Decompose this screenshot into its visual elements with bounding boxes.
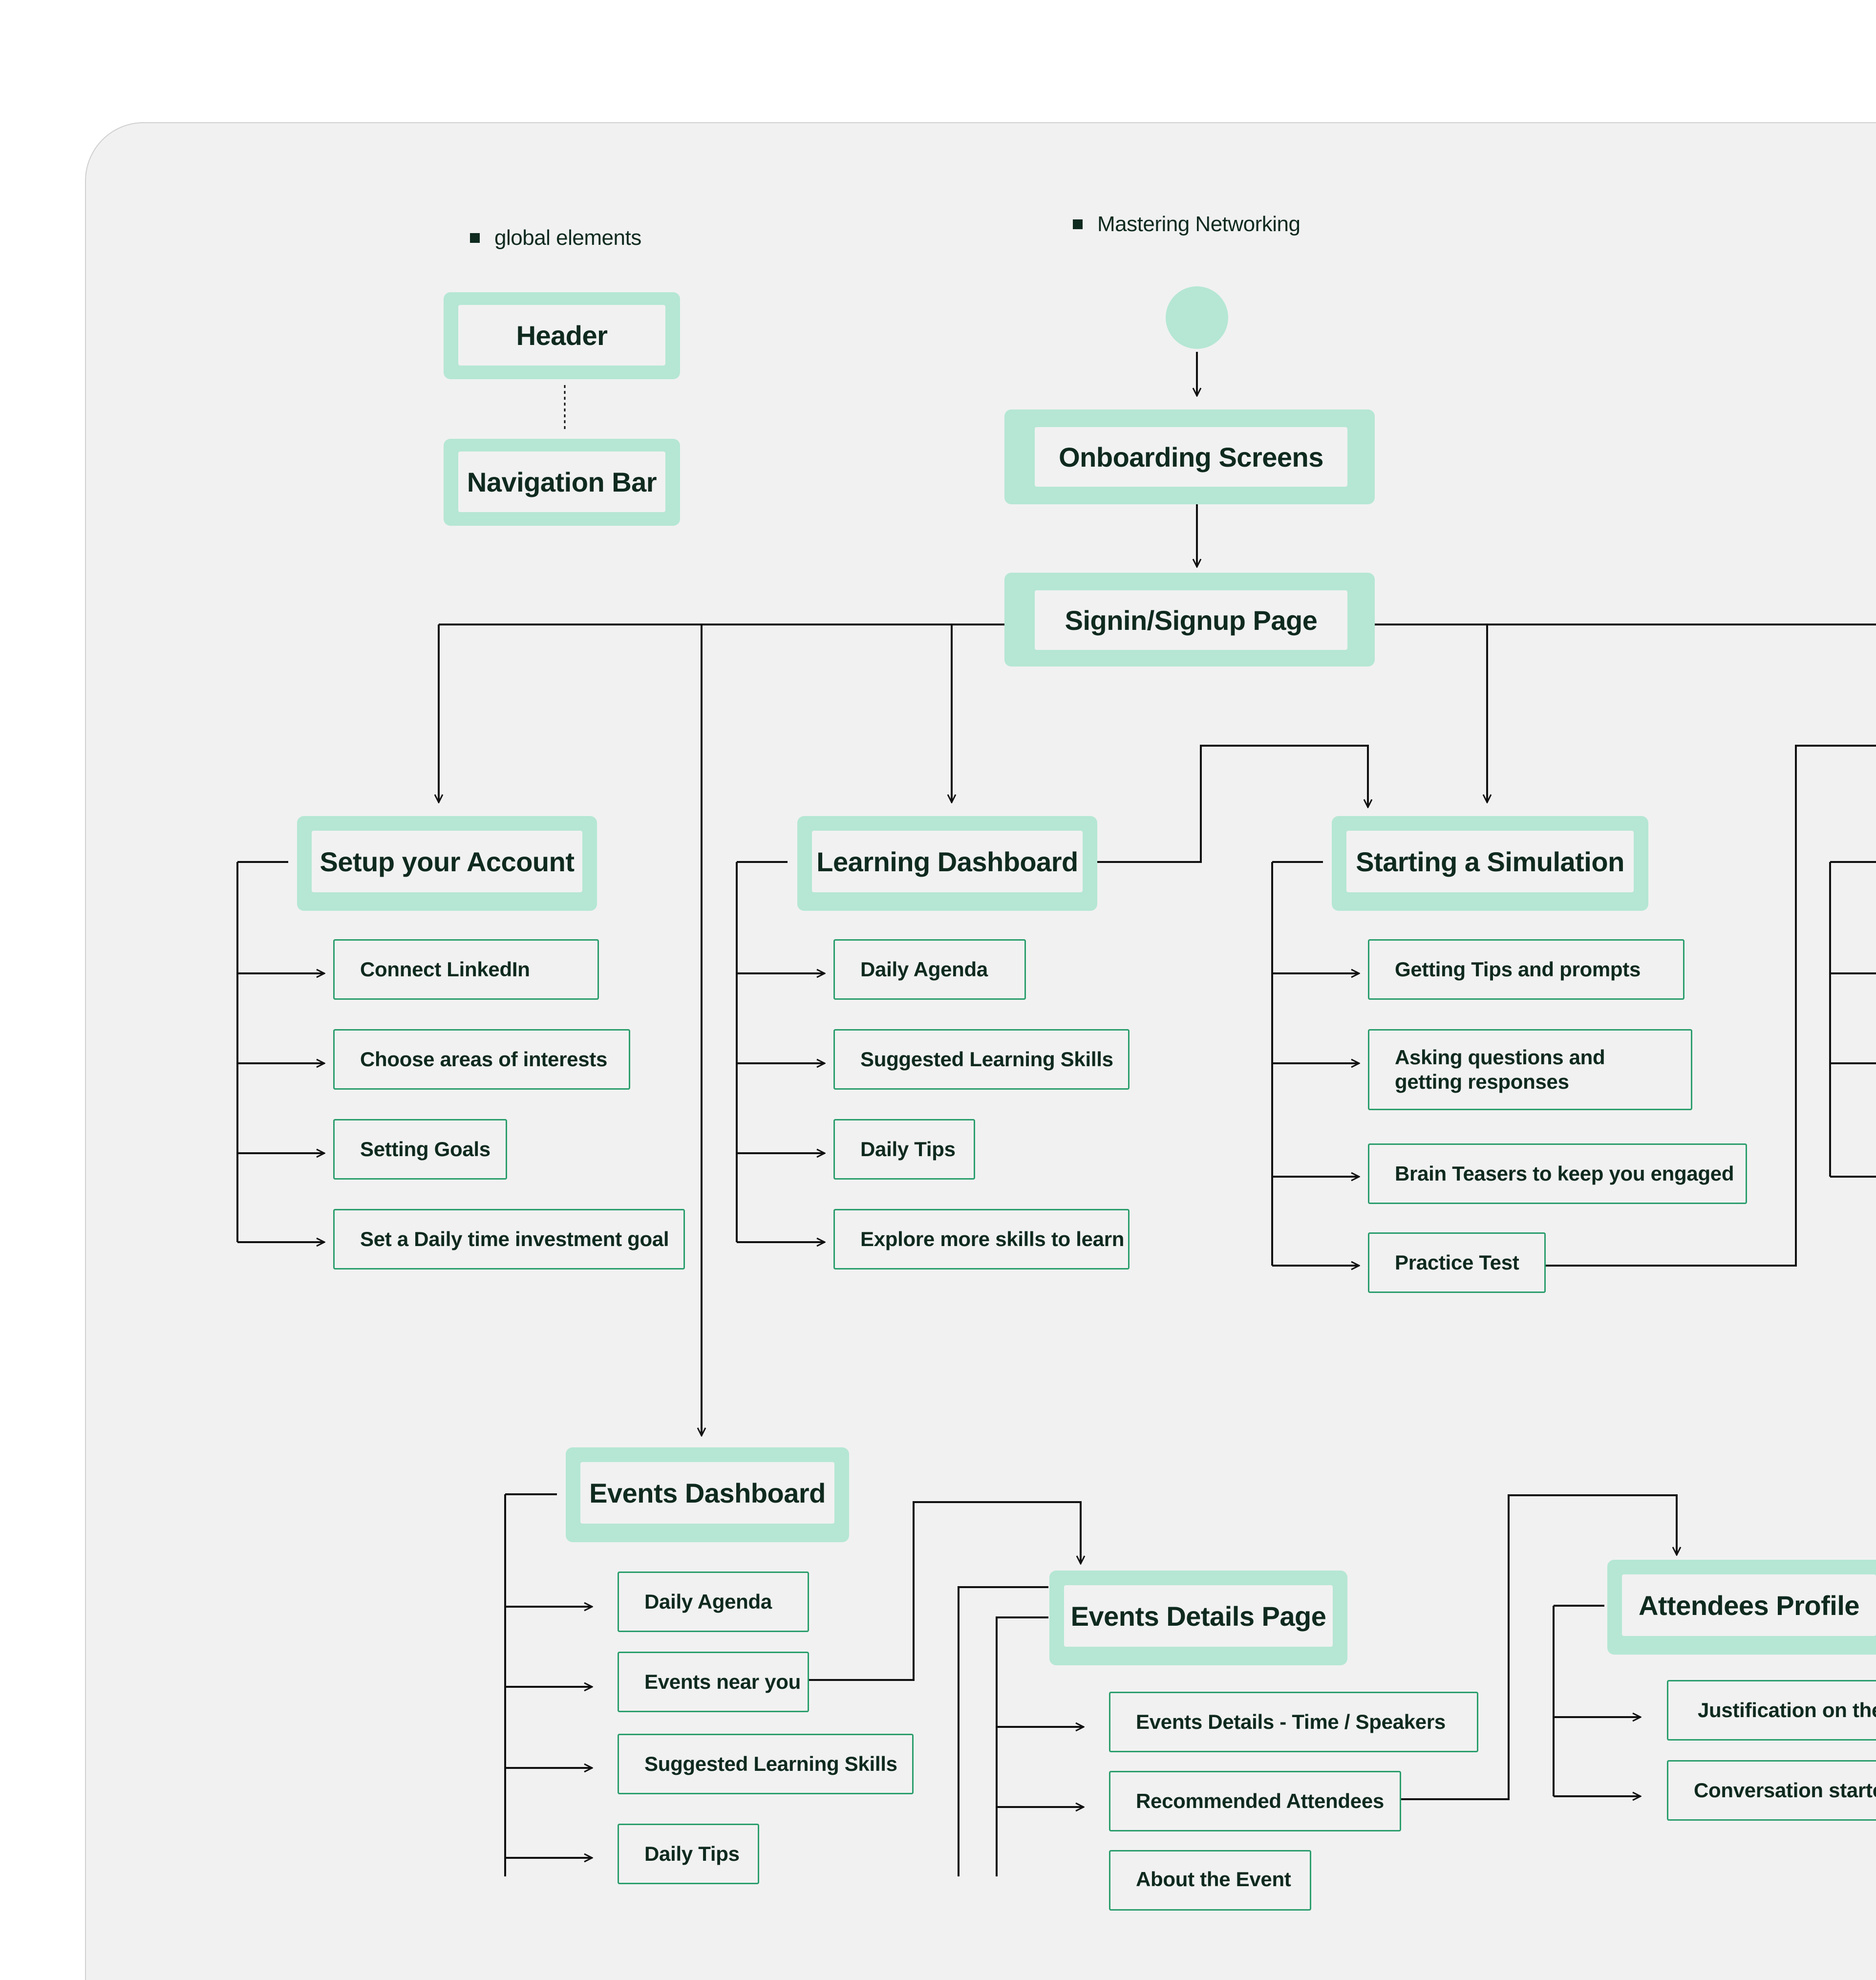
event-details-node-label: Events Details Page [1064, 1585, 1333, 1647]
events-item-daily-agenda[interactable]: Daily Agenda [618, 1571, 809, 1632]
learning-item-explore-skills[interactable]: Explore more skills to learn [833, 1209, 1130, 1270]
navigation-bar-node[interactable]: Navigation Bar [444, 439, 680, 526]
events-dashboard-node-label: Events Dashboard [580, 1462, 834, 1524]
simulation-item-brain-teasers[interactable]: Brain Teasers to keep you engaged [1368, 1143, 1747, 1204]
events-dashboard-node[interactable]: Events Dashboard [566, 1447, 849, 1542]
simulation-node[interactable]: Starting a Simulation [1332, 816, 1648, 911]
event-details-node[interactable]: Events Details Page [1049, 1571, 1347, 1665]
setup-account-node-label: Setup your Account [312, 831, 582, 892]
events-item-suggested-skills[interactable]: Suggested Learning Skills [618, 1734, 914, 1794]
learning-item-daily-tips[interactable]: Daily Tips [833, 1119, 975, 1180]
setup-item-setting-goals[interactable]: Setting Goals [333, 1119, 507, 1180]
event-details-item-about-event[interactable]: About the Event [1109, 1850, 1311, 1911]
attendees-profile-node[interactable]: Attendees Profile [1607, 1560, 1876, 1655]
learning-dashboard-node-label: Learning Dashboard [812, 831, 1083, 892]
legend-flow-label: Mastering Networking [1097, 212, 1300, 236]
simulation-item-tips-prompts[interactable]: Getting Tips and prompts [1368, 939, 1684, 1000]
setup-item-connect-linkedin[interactable]: Connect LinkedIn [333, 939, 599, 1000]
signin-signup-node[interactable]: Signin/Signup Page [1004, 573, 1375, 667]
header-node[interactable]: Header [444, 292, 680, 379]
learning-item-suggested-skills[interactable]: Suggested Learning Skills [833, 1029, 1130, 1090]
simulation-item-practice-test[interactable]: Practice Test [1368, 1232, 1546, 1293]
legend-square-icon [470, 233, 480, 243]
flow-start-node [1166, 286, 1228, 349]
setup-account-node[interactable]: Setup your Account [297, 816, 597, 911]
navigation-bar-node-label: Navigation Bar [458, 452, 665, 512]
legend-square-icon [1073, 219, 1083, 229]
setup-item-daily-time-goal[interactable]: Set a Daily time investment goal [333, 1209, 685, 1270]
attendees-item-justification[interactable]: Justification on the [1667, 1680, 1876, 1741]
header-node-label: Header [458, 305, 665, 366]
setup-item-areas-of-interest[interactable]: Choose areas of interests [333, 1029, 630, 1090]
legend-global-elements: global elements [470, 226, 641, 250]
attendees-item-conversation-starters[interactable]: Conversation starte [1667, 1760, 1876, 1821]
learning-dashboard-node[interactable]: Learning Dashboard [797, 816, 1097, 911]
legend-mastering-networking: Mastering Networking [1073, 212, 1300, 237]
learning-item-daily-agenda[interactable]: Daily Agenda [833, 939, 1026, 1000]
events-item-daily-tips[interactable]: Daily Tips [618, 1824, 759, 1884]
signin-signup-node-label: Signin/Signup Page [1035, 590, 1347, 650]
simulation-item-questions-responses[interactable]: Asking questions and getting responses [1368, 1029, 1692, 1110]
legend-global-label: global elements [494, 226, 641, 250]
connector-lines [236, 352, 1876, 1876]
attendees-profile-node-label: Attendees Profile [1622, 1574, 1876, 1636]
event-details-item-time-speakers[interactable]: Events Details - Time / Speakers [1109, 1692, 1478, 1752]
events-item-events-near-you[interactable]: Events near you [618, 1652, 809, 1712]
onboarding-node[interactable]: Onboarding Screens [1004, 409, 1375, 504]
event-details-item-recommended-attendees[interactable]: Recommended Attendees [1109, 1771, 1401, 1831]
simulation-node-label: Starting a Simulation [1346, 831, 1634, 892]
onboarding-node-label: Onboarding Screens [1035, 427, 1347, 487]
